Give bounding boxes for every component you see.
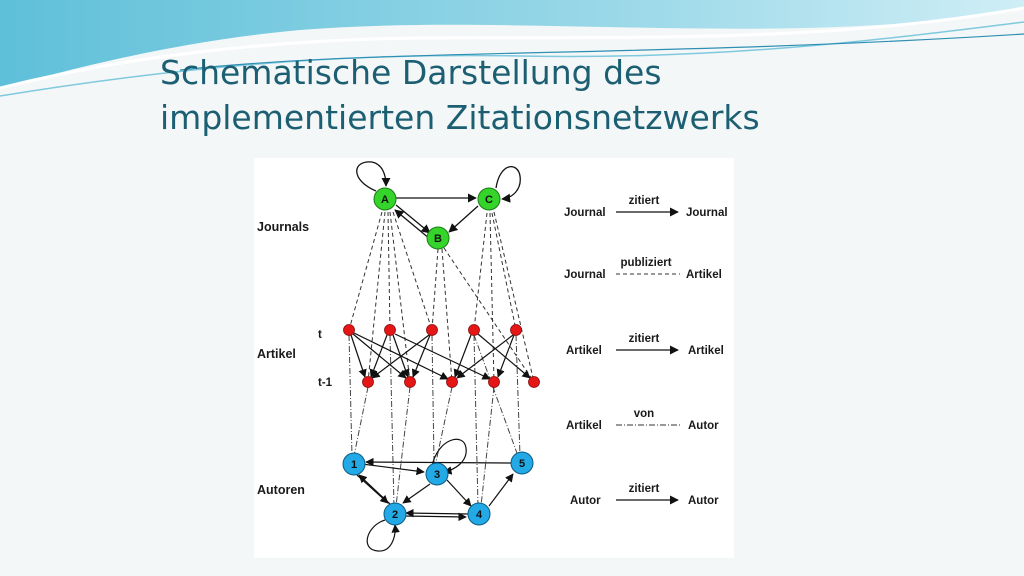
legend-row-5-relation: zitiert bbox=[629, 483, 660, 495]
citation-network-figure: Journals Artikel Autoren t t-1 bbox=[254, 158, 734, 558]
article-node-t1-4[interactable] bbox=[488, 376, 500, 388]
journal-node-c-label: C bbox=[485, 194, 493, 206]
citation-network-svg: Journals Artikel Autoren t t-1 bbox=[257, 161, 728, 552]
journal-node-b-label: B bbox=[434, 233, 442, 245]
author-node-1[interactable]: 1 bbox=[342, 452, 366, 476]
author-node-1-label: 1 bbox=[351, 459, 357, 471]
legend-row-3-left: Artikel bbox=[566, 345, 602, 357]
legend-row-journal-publiziert-artikel: Journal publiziert Artikel bbox=[564, 257, 722, 281]
author-node-5[interactable]: 5 bbox=[510, 451, 534, 475]
legend-row-1-relation: zitiert bbox=[629, 195, 660, 207]
article-node-t1-5[interactable] bbox=[528, 376, 540, 388]
author-nodes: 1 2 3 4 5 bbox=[342, 451, 534, 526]
layer-label-articles: Artikel bbox=[257, 347, 296, 361]
article-node-t1-3[interactable] bbox=[446, 376, 458, 388]
legend-row-1-right: Journal bbox=[686, 207, 728, 219]
article-node-t-4[interactable] bbox=[468, 324, 480, 336]
legend-row-artikel-von-autor: Artikel von Autor bbox=[566, 408, 719, 432]
legend-row-4-right: Autor bbox=[688, 420, 719, 432]
time-label-t: t bbox=[318, 329, 322, 341]
legend-row-1-left: Journal bbox=[564, 207, 606, 219]
legend-row-2-left: Journal bbox=[564, 269, 606, 281]
article-nodes-t bbox=[343, 324, 522, 336]
article-author-edges bbox=[348, 334, 521, 507]
slide-title-line-2: implementierten Zitationsnetzwerks bbox=[160, 98, 760, 137]
layer-label-journals: Journals bbox=[257, 220, 309, 234]
header-wave-decoration bbox=[0, 0, 1024, 97]
journal-citation-edges bbox=[356, 161, 521, 240]
journal-node-c[interactable]: C bbox=[477, 187, 501, 211]
author-node-3[interactable]: 3 bbox=[425, 462, 449, 486]
article-node-t1-1[interactable] bbox=[362, 376, 374, 388]
article-citation-edges bbox=[350, 332, 531, 380]
legend-row-4-left: Artikel bbox=[566, 420, 602, 432]
legend-row-3-relation: zitiert bbox=[629, 333, 660, 345]
article-node-t-5[interactable] bbox=[510, 324, 522, 336]
layer-label-authors: Autoren bbox=[257, 483, 305, 497]
article-node-t1-2[interactable] bbox=[404, 376, 416, 388]
slide-title: Schematische Darstellung des implementie… bbox=[160, 50, 1000, 140]
slide-title-line-1: Schematische Darstellung des bbox=[160, 53, 662, 92]
author-node-2[interactable]: 2 bbox=[383, 502, 407, 526]
journal-article-edges bbox=[348, 211, 535, 383]
journal-node-a-label: A bbox=[381, 194, 389, 206]
legend-row-3-right: Artikel bbox=[688, 345, 724, 357]
author-citation-edges bbox=[356, 438, 514, 552]
legend-row-2-relation: publiziert bbox=[620, 257, 671, 269]
journal-node-b[interactable]: B bbox=[426, 226, 450, 250]
article-nodes-t-minus-1 bbox=[362, 376, 540, 388]
time-label-t-minus-1: t-1 bbox=[318, 377, 333, 389]
author-node-2-label: 2 bbox=[392, 509, 398, 521]
legend-row-2-right: Artikel bbox=[686, 269, 722, 281]
article-node-t-1[interactable] bbox=[343, 324, 355, 336]
legend: Journal zitiert Journal Journal publizie… bbox=[564, 195, 728, 507]
legend-row-journal-zitiert-journal: Journal zitiert Journal bbox=[564, 195, 728, 219]
legend-row-4-relation: von bbox=[634, 408, 654, 420]
article-node-t-3[interactable] bbox=[426, 324, 438, 336]
legend-row-artikel-zitiert-artikel: Artikel zitiert Artikel bbox=[566, 333, 724, 357]
author-node-3-label: 3 bbox=[434, 469, 440, 481]
legend-row-5-left: Autor bbox=[570, 495, 601, 507]
legend-row-5-right: Autor bbox=[688, 495, 719, 507]
article-node-t-2[interactable] bbox=[384, 324, 396, 336]
author-node-4-label: 4 bbox=[476, 509, 483, 521]
legend-row-autor-zitiert-autor: Autor zitiert Autor bbox=[570, 483, 719, 507]
author-node-5-label: 5 bbox=[519, 458, 525, 470]
author-node-4[interactable]: 4 bbox=[467, 502, 491, 526]
journal-nodes: A B C bbox=[373, 187, 501, 250]
journal-node-a[interactable]: A bbox=[373, 187, 397, 211]
